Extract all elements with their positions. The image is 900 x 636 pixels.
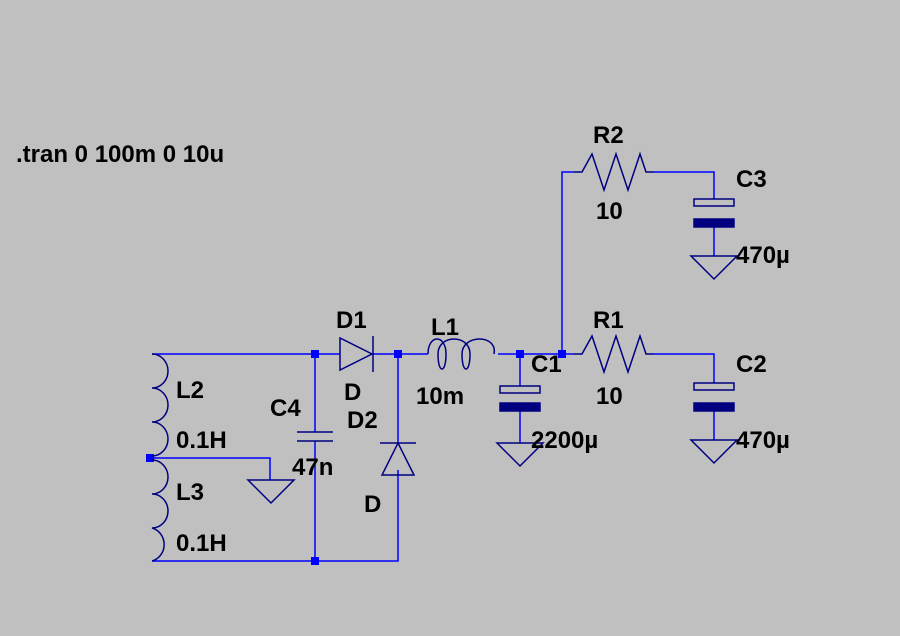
label-c1-value: 2200µ	[531, 427, 598, 454]
capacitor-c3-bottom	[693, 218, 735, 228]
resistor-r2[interactable]	[574, 151, 654, 193]
inductor-l1-coil	[427, 338, 495, 370]
inductor-l3[interactable]	[151, 459, 169, 562]
junction-dot	[311, 350, 319, 358]
wire-r2-c3[interactable]	[654, 171, 715, 199]
label-c3-name: C3	[736, 166, 767, 193]
capacitor-c2-top	[693, 382, 735, 391]
capacitor-c3-top	[693, 198, 735, 207]
label-c1-name: C1	[531, 351, 562, 378]
capacitor-c4[interactable]	[297, 431, 333, 442]
inductor-l2-coil	[151, 353, 169, 457]
resistor-r1-zigzag	[574, 333, 654, 375]
ground-icon	[495, 442, 545, 468]
label-c2-name: C2	[736, 351, 767, 378]
wire-bottom-rail[interactable]	[152, 470, 399, 562]
label-l3-name: L3	[176, 479, 204, 506]
label-d2-name: D2	[347, 407, 378, 434]
diode-d2-triangle	[380, 441, 416, 476]
label-r1-name: R1	[593, 307, 624, 334]
label-c4-name: C4	[270, 395, 301, 422]
wire-branch-r2[interactable]	[561, 171, 574, 354]
capacitor-c1[interactable]	[499, 385, 541, 412]
inductor-l1[interactable]	[427, 338, 495, 370]
diode-d1-triangle	[339, 336, 374, 372]
ground-symbols	[246, 255, 739, 505]
resistor-r1[interactable]	[574, 333, 654, 375]
diode-d1[interactable]	[339, 336, 374, 372]
label-r1-value: 10	[596, 383, 623, 410]
capacitor-c1-bottom	[499, 402, 541, 412]
label-l2-value: 0.1H	[176, 427, 227, 454]
label-c3-value: 470µ	[736, 242, 790, 269]
label-l1-name: L1	[431, 314, 459, 341]
capacitor-c2-bottom	[693, 402, 735, 412]
capacitor-c3[interactable]	[693, 198, 735, 228]
label-l1-value: 10m	[416, 383, 464, 410]
label-r2-name: R2	[593, 122, 624, 149]
label-d1-name: D1	[336, 307, 367, 334]
wire-r1-c2[interactable]	[654, 353, 715, 383]
wire-center-tap[interactable]	[150, 457, 271, 480]
junction-dot	[558, 350, 566, 358]
diode-d2[interactable]	[380, 441, 416, 476]
label-d1-value: D	[344, 379, 361, 406]
ground-icon	[689, 255, 739, 281]
junctions	[146, 350, 566, 565]
ground-icon	[689, 439, 739, 465]
junction-dot	[311, 557, 319, 565]
junction-dot	[516, 350, 524, 358]
spice-directive[interactable]: .tran 0 100m 0 10u	[16, 141, 224, 168]
capacitor-c2[interactable]	[693, 382, 735, 412]
label-c4-value: 47n	[292, 454, 333, 481]
junction-dot	[146, 454, 154, 462]
inductor-l3-coil	[151, 459, 169, 562]
label-l3-value: 0.1H	[176, 530, 227, 557]
ground-icon	[246, 479, 296, 505]
label-r2-value: 10	[596, 198, 623, 225]
capacitor-c1-top	[499, 385, 541, 394]
inductor-l2[interactable]	[151, 353, 169, 457]
label-c2-value: 470µ	[736, 427, 790, 454]
label-l2-name: L2	[176, 377, 204, 404]
junction-dot	[394, 350, 402, 358]
resistor-r2-zigzag	[574, 151, 654, 193]
label-d2-value: D	[364, 491, 381, 518]
